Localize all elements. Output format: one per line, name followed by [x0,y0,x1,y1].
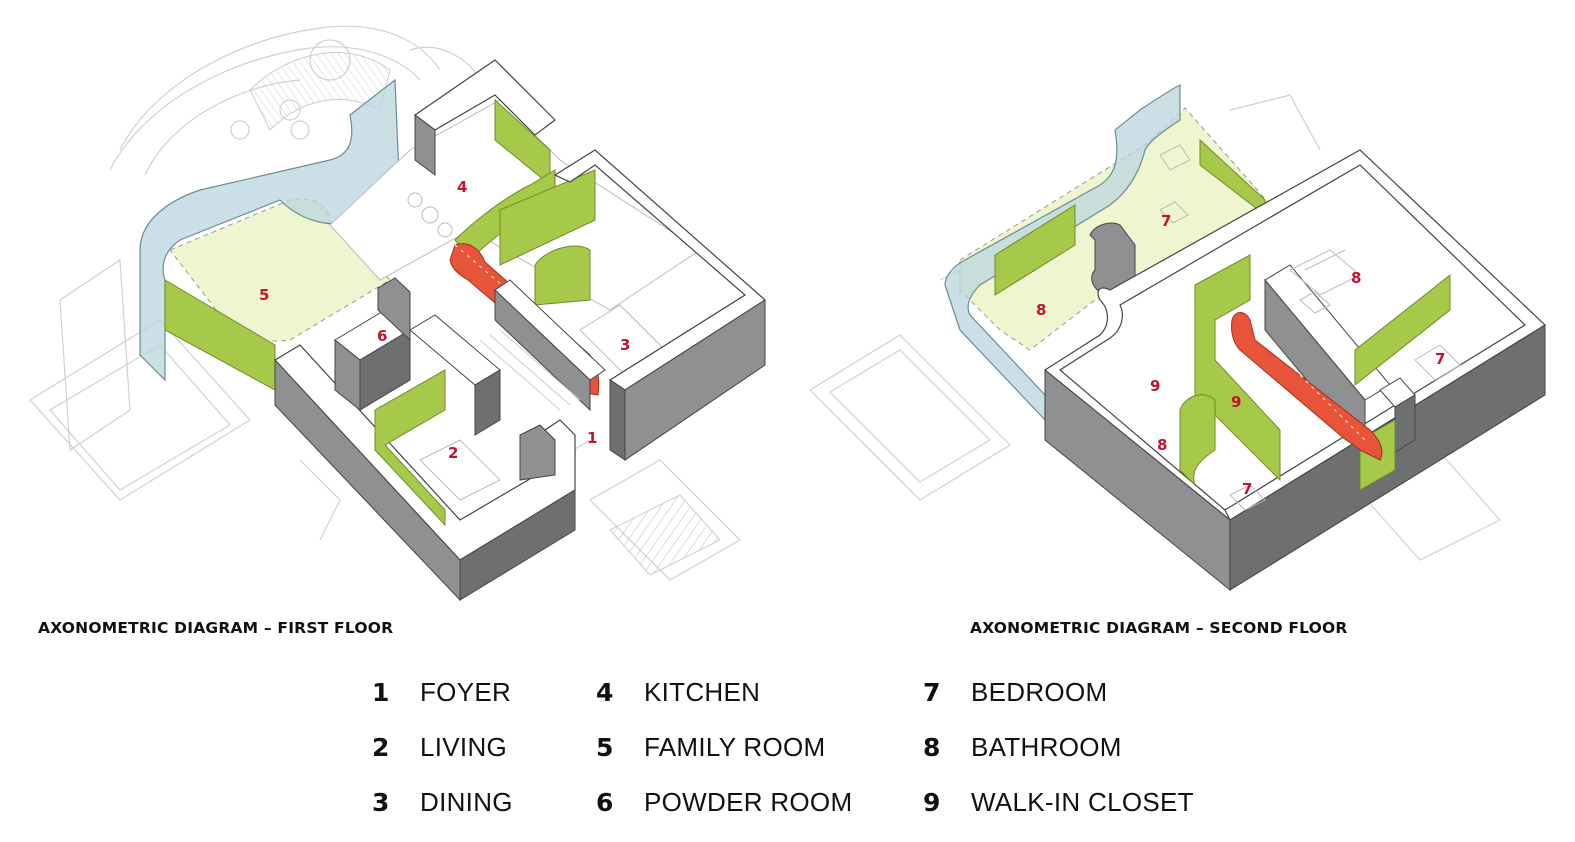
master-bedroom-furniture [1159,144,1191,224]
axonometric-diagrams: 1 2 3 4 5 6 [29,25,1546,602]
family-room-floor [169,198,391,342]
legend-label: KITCHEN [644,676,761,707]
second-floor-glass-wall [944,84,1181,422]
room-number-bedroom-master: 7 [1161,212,1171,230]
room-number-foyer: 1 [587,429,597,447]
legend-label: BEDROOM [971,676,1108,707]
legend-label: BATHROOM [971,731,1122,762]
family-room-wall-stub [377,277,411,342]
closet-green-wall-curve [1179,394,1216,486]
kitchen-wall-side [414,114,436,176]
legend-number: 6 [596,787,614,817]
room-number-dining: 3 [620,336,630,354]
legend-item-family-room: 5 FAMILY ROOM [596,727,825,767]
legend-number: 2 [372,732,390,762]
legend-number: 7 [923,677,941,707]
room-number-bathroom-south: 8 [1157,436,1167,454]
legend-label: LIVING [420,731,508,762]
legend-label: POWDER ROOM [644,786,853,817]
living-partition-side [474,369,501,436]
room-number-family-room: 5 [259,286,269,304]
room-number-bathroom-east: 8 [1351,269,1361,287]
legend-number: 8 [923,732,941,762]
legend-number: 3 [372,787,390,817]
legend-item-bedroom: 7 BEDROOM [923,672,1107,712]
room-number-powder-room: 6 [377,327,387,345]
legend-label: WALK-IN CLOSET [971,786,1194,817]
second-floor-stair [1231,312,1383,461]
room-number-bathroom-west: 8 [1036,301,1046,319]
room-number-closet-west: 9 [1150,377,1160,395]
second-floor-furniture [1229,249,1461,511]
bathroom-fixtures [1289,249,1361,314]
legend-number: 9 [923,787,941,817]
legend-item-walk-in-closet: 9 WALK-IN CLOSET [923,782,1194,822]
first-floor-diagram: 1 2 3 4 5 6 [29,25,766,602]
room-legend: 1 FOYER 2 LIVING 3 DINING 4 KITCHEN 5 FA… [0,672,1575,842]
powder-room-front [359,329,411,411]
foyer-column [519,424,556,481]
dining-outer-wall-side [624,299,766,461]
living-furniture [419,439,501,501]
legend-item-dining: 3 DINING [372,782,513,822]
second-floor-diagram: 7 8 9 9 8 7 7 8 [809,84,1546,592]
legend-number: 5 [596,732,614,762]
legend-number: 4 [596,677,614,707]
living-partition-top [409,314,501,386]
closet-green-wall-tall [1194,254,1281,482]
stair-partition-wall-side [494,288,591,412]
room-number-living: 2 [448,444,458,462]
legend-item-kitchen: 4 KITCHEN [596,672,760,712]
living-outer-wall-front [459,489,576,601]
room-number-kitchen: 4 [457,178,467,196]
legend-label: FAMILY ROOM [644,731,826,762]
dining-wall-inner-side [609,379,626,461]
living-green-wall [374,369,446,527]
second-floor-outer-wall-top [1043,149,1546,521]
second-floor-caption: AXONOMETRIC DIAGRAM – SECOND FLOOR [970,619,1348,637]
foyer-stair-lines [479,329,581,411]
legend-label: DINING [420,786,513,817]
master-bedroom-green-wall-left [994,204,1076,296]
legend-item-living: 2 LIVING [372,727,507,767]
second-floor-stair-treads [1254,329,1366,441]
legend-label: FOYER [420,676,512,707]
legend-number: 1 [372,677,390,707]
room-number-bedroom-south: 7 [1242,480,1252,498]
legend-item-bathroom: 8 BATHROOM [923,727,1122,767]
dining-green-alcove [534,245,591,306]
first-floor-caption: AXONOMETRIC DIAGRAM – FIRST FLOOR [38,619,394,637]
first-floor-steps-hatch [609,494,721,576]
central-green-wall [499,169,596,266]
room-number-closet-center: 9 [1231,393,1241,411]
legend-item-powder-room: 6 POWDER ROOM [596,782,852,822]
bedroom-green-wall-right [1354,273,1451,387]
room-number-bedroom-east: 7 [1435,350,1445,368]
legend-item-foyer: 1 FOYER [372,672,511,712]
